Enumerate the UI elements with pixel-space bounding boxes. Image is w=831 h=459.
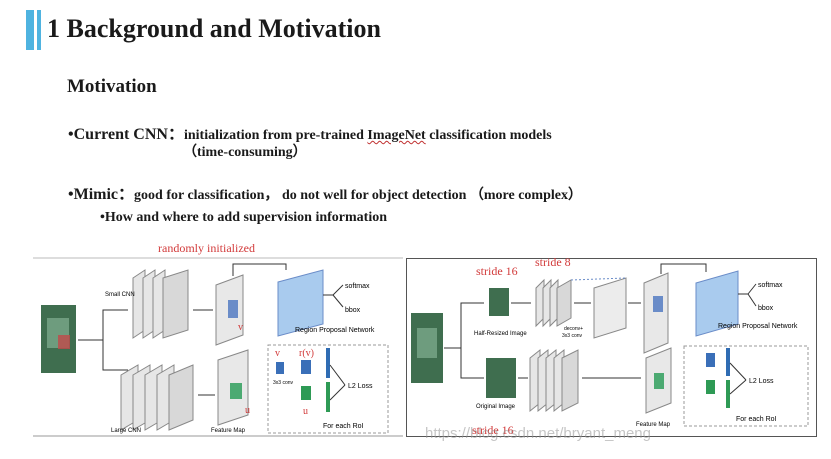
roi-bottom-cube [706, 380, 715, 394]
loss-arrow-bottom [329, 384, 346, 401]
softmax-label: softmax [758, 282, 783, 289]
l2-loss-label: L2 Loss [749, 378, 774, 385]
deconv-feature-map [593, 277, 627, 339]
figure-border [406, 258, 817, 437]
bullet-marker: • [100, 210, 105, 225]
bullet-text-post: classification models [425, 128, 552, 143]
roi-v-cube [276, 362, 284, 374]
deconv-label: deconv+ [564, 326, 583, 332]
stride-16-bottom: stride 16 [472, 423, 514, 437]
label-rv: r(v) [299, 348, 314, 359]
arrow-to-small-cnn [78, 309, 128, 341]
roi-mimic-box [267, 344, 389, 434]
feature-map-label: Feature Map [636, 422, 671, 428]
title-accent-bar [26, 10, 34, 50]
label-u-bottom: u [303, 406, 308, 417]
rpn-block [695, 270, 739, 337]
feature-map-label: Feature Map [211, 428, 246, 434]
bullet-lead: Mimic： [73, 186, 135, 203]
small-feature-roi [228, 300, 238, 318]
bullet-lead: Current CNN： [73, 126, 184, 143]
label-v-bottom: v [275, 348, 280, 359]
bullet-text-emph: ImageNet [367, 128, 426, 143]
roi-rv-cube [301, 360, 311, 374]
arrow-to-rpn [660, 263, 707, 274]
large-cnn-block [120, 364, 194, 431]
arrow-to-large-cnn [78, 339, 128, 371]
rpn-softmax-arrow [747, 283, 757, 295]
rpn-softmax-arrow [332, 284, 344, 296]
large-feature-roi [230, 383, 242, 399]
for-each-roi-label: For each RoI [323, 423, 364, 430]
loss-arrow-top [729, 362, 747, 381]
small-cnn-label: Small CNN [105, 292, 135, 298]
label-v-top: v [238, 322, 243, 333]
bullet-text-pre: initialization from pre-trained [183, 128, 368, 143]
conv-label: 3x3 conv [273, 380, 294, 386]
section-heading: Motivation [67, 76, 157, 97]
stride-8: stride 8 [535, 258, 571, 269]
rpn-label: Region Proposal Network [718, 323, 798, 330]
bullet-text: good for classification， do not well for… [134, 188, 582, 203]
loss-arrow-bottom [729, 379, 747, 395]
rpn-block [277, 269, 324, 337]
arrow-to-half-resized [444, 302, 484, 349]
half-resized-label: Half-Resized Image [474, 331, 527, 337]
bullet-continuation: （time-consuming） [183, 145, 307, 160]
bbox-label: bbox [345, 307, 361, 314]
stride-16-top: stride 16 [476, 264, 518, 278]
roi-mimic-box [683, 345, 809, 427]
bullet-mimic: •Mimic：good for classification， do not w… [68, 180, 582, 204]
input-image-object [58, 335, 70, 349]
l2-loss-label: L2 Loss [348, 383, 373, 390]
bullet-marker: • [68, 126, 74, 143]
sub-bullet-supervision: •How and where to add supervision inform… [100, 210, 387, 226]
original-image-label: Original Image [476, 404, 516, 410]
half-resized-image [489, 288, 509, 316]
rpn-label: Region Proposal Network [295, 327, 375, 334]
stride-guide-line [570, 277, 627, 281]
small-cnn-block [535, 278, 572, 328]
watermark: https://blog.csdn.net/bryant_meng [425, 425, 651, 442]
feature-bar-top [726, 348, 730, 376]
original-image [486, 358, 516, 398]
left-architecture-figure: randomly initialized Small CNN v softmax… [33, 241, 403, 437]
roi-u-cube [301, 386, 311, 400]
bullet-marker: • [68, 186, 74, 203]
arrow-to-original [444, 347, 484, 379]
loss-arrow-top [329, 364, 346, 386]
rpn-bbox-arrow [747, 293, 757, 307]
feature-bar-v [326, 348, 330, 378]
feature-bar-u [326, 382, 330, 412]
bullet-text: How and where to add supervision informa… [104, 210, 388, 225]
top-feature-roi [653, 296, 663, 312]
right-architecture-figure: stride 16 stride 8 stride 16 Half-Resize… [406, 258, 817, 437]
rpn-bbox-arrow [332, 294, 344, 308]
for-each-roi-label: For each RoI [736, 416, 777, 423]
feature-bar-bottom [726, 380, 730, 408]
bullet-current-cnn: •Current CNN：initialization from pre-tra… [68, 120, 552, 144]
bottom-feature-roi [654, 373, 664, 389]
top-feature-map [643, 272, 669, 354]
large-cnn-label: Large CNN [111, 428, 141, 434]
slide-title: 1 Background and Motivation [47, 14, 381, 43]
softmax-label: softmax [345, 283, 370, 290]
title-accent-bar-thin [37, 10, 41, 50]
label-u-left: u [245, 405, 250, 416]
annotation-randomly-initialized: randomly initialized [158, 241, 255, 255]
large-cnn-block [529, 348, 579, 413]
roi-top-cube [706, 353, 715, 367]
deconv-label-2: 3x3 conv [562, 333, 583, 339]
bbox-label: bbox [758, 305, 774, 312]
small-cnn-block [132, 269, 189, 339]
arrow-to-rpn [232, 263, 287, 276]
input-image-detail [417, 328, 437, 358]
